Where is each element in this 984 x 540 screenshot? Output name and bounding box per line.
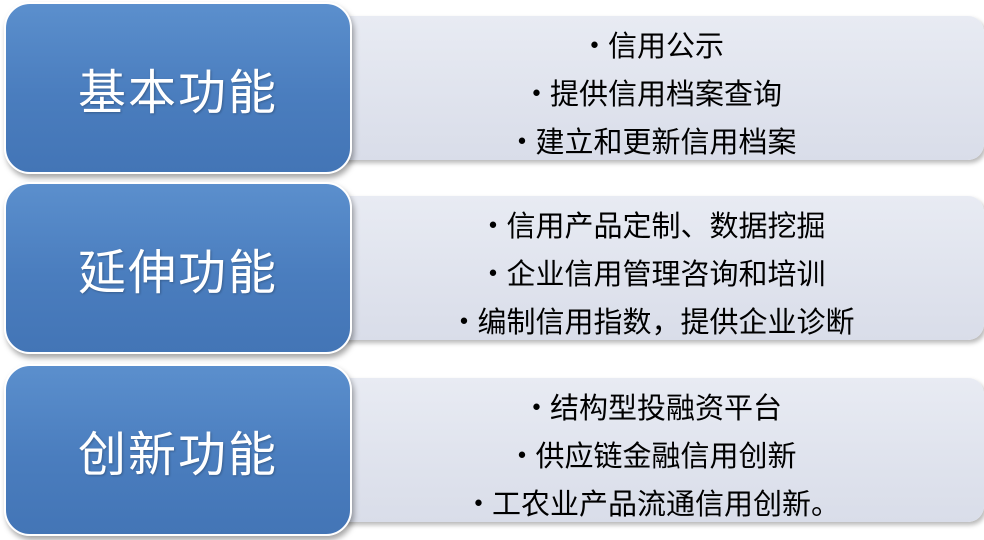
- detail-item: 信用公示: [328, 24, 984, 72]
- function-row-basic: 信用公示 提供信用档案查询 建立和更新信用档案 基本功能: [0, 2, 984, 174]
- category-label-innovation: 创新功能: [77, 427, 278, 483]
- category-label-basic: 基本功能: [77, 65, 278, 121]
- detail-panel-innovation: 结构型投融资平台 供应链金融信用创新 工农业产品流通信用创新。: [328, 378, 984, 522]
- detail-item: 工农业产品流通信用创新。: [328, 482, 984, 530]
- detail-panel-basic: 信用公示 提供信用档案查询 建立和更新信用档案: [328, 16, 984, 160]
- detail-item: 提供信用档案查询: [328, 72, 984, 120]
- detail-list-extended: 信用产品定制、数据挖掘 企业信用管理咨询和培训 编制信用指数，提供企业诊断: [328, 204, 984, 348]
- detail-item: 供应链金融信用创新: [328, 434, 984, 482]
- category-label-extended: 延伸功能: [77, 245, 278, 301]
- detail-item: 信用产品定制、数据挖掘: [328, 204, 984, 252]
- detail-panel-extended: 信用产品定制、数据挖掘 企业信用管理咨询和培训 编制信用指数，提供企业诊断: [328, 196, 984, 340]
- category-box-innovation: 创新功能: [4, 364, 352, 536]
- detail-list-innovation: 结构型投融资平台 供应链金融信用创新 工农业产品流通信用创新。: [328, 386, 984, 530]
- detail-list-basic: 信用公示 提供信用档案查询 建立和更新信用档案: [328, 24, 984, 168]
- category-box-extended: 延伸功能: [4, 182, 352, 354]
- detail-item: 建立和更新信用档案: [328, 120, 984, 168]
- category-box-basic: 基本功能: [4, 2, 352, 174]
- detail-item: 企业信用管理咨询和培训: [328, 252, 984, 300]
- function-row-innovation: 结构型投融资平台 供应链金融信用创新 工农业产品流通信用创新。 创新功能: [0, 364, 984, 536]
- function-row-extended: 信用产品定制、数据挖掘 企业信用管理咨询和培训 编制信用指数，提供企业诊断 延伸…: [0, 182, 984, 354]
- detail-item: 结构型投融资平台: [328, 386, 984, 434]
- detail-item: 编制信用指数，提供企业诊断: [328, 300, 984, 348]
